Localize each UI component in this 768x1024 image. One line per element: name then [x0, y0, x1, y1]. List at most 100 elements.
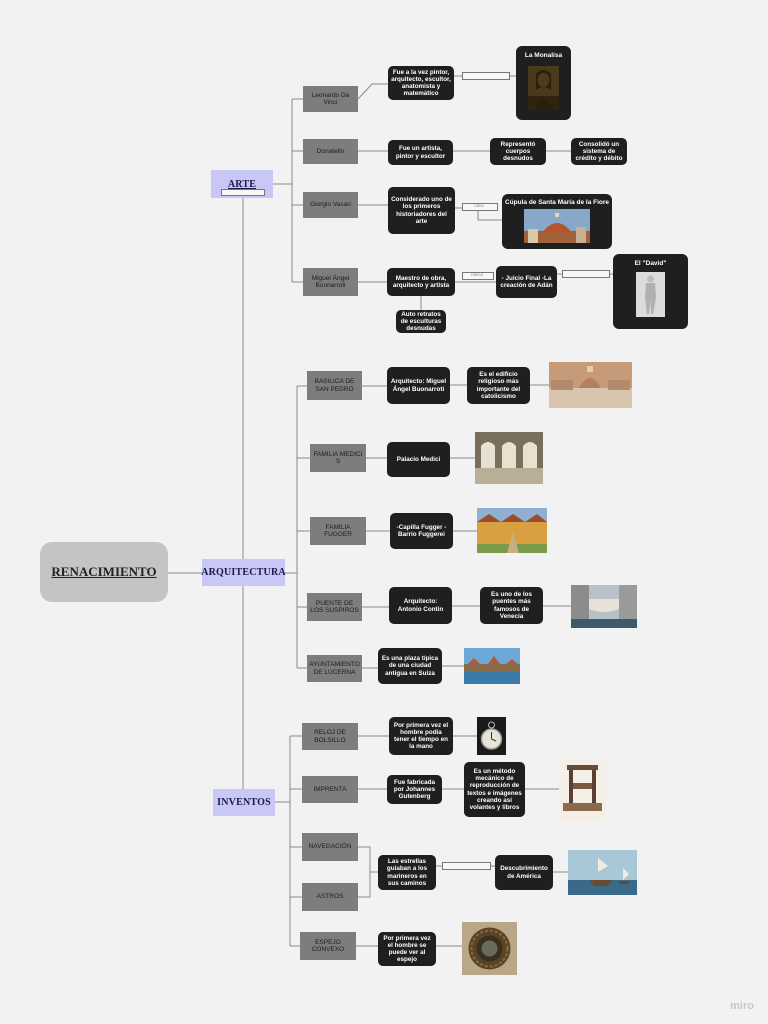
desc-text: Arquitecto: Miguel Ángel Buonarroti [390, 378, 447, 393]
frame-david[interactable]: El "David" [613, 254, 688, 329]
tag-obra-label: OBRA [474, 204, 484, 208]
tag-obras [462, 272, 494, 280]
desc-medici[interactable]: Palacio Medici [387, 442, 450, 477]
topic-label: Leonardo Da Vinci [311, 91, 350, 106]
topic-astros[interactable]: ASTROS [302, 883, 358, 911]
topic-donatello[interactable]: Donatello [303, 139, 358, 164]
desc-text: - Juicio Final -La creación de Adán [500, 274, 553, 289]
desc-text: Palacio Medici [396, 455, 441, 463]
link-tag [462, 72, 510, 80]
miro-watermark: miro [730, 1000, 754, 1012]
desc-imprenta[interactable]: Fue fabricada por Johannes Gutenberg [387, 775, 442, 804]
note-puente[interactable]: Es uno de los puentes más famosos de Ven… [480, 587, 543, 624]
category-arquitectura[interactable]: ARQUITECTURA [201, 559, 286, 586]
note-america[interactable]: Descubrimiento de América [495, 855, 553, 890]
topic-label: Giorgio Vasari [310, 201, 351, 209]
category-inventos-label: INVENTOS [217, 797, 271, 808]
desc-text: Es un método mecánico de reproducción de… [467, 767, 522, 811]
desc-espejo[interactable]: Por primera vez el hombre se puede ver a… [378, 932, 436, 966]
topic-ayuntamiento[interactable]: AYUNTAMIENTO DE LUCERNA [307, 655, 362, 682]
note-imprenta[interactable]: Es un método mecánico de reproducción de… [464, 762, 525, 817]
topic-reloj[interactable]: RELOJ DE BOLSILLO [302, 723, 358, 750]
topic-puente[interactable]: PUENTE DE LOS SUSPIROS [307, 593, 362, 621]
topic-label: AYUNTAMIENTO DE LUCERNA [309, 661, 360, 676]
topic-label: FAMILIA FUGGER [324, 523, 352, 538]
note-basilica[interactable]: Es el edificio religioso más importante … [467, 367, 530, 404]
desc-text: Auto retratos de esculturas desnudas [400, 310, 442, 333]
desc-text: Arquitecto: Antonio Contin [397, 598, 444, 613]
topic-navegacion[interactable]: NAVEGACIÓN [302, 833, 358, 861]
topic-espejo[interactable]: ESPEJO CONVEXO [300, 932, 356, 960]
desc-text: -Capilla Fugger -Barrio Fuggerei [396, 523, 447, 538]
topic-label: ASTROS [316, 893, 344, 901]
desc-fugger[interactable]: -Capilla Fugger -Barrio Fuggerei [390, 513, 453, 549]
frame-title: Cúpula de Santa María de la Fiore [504, 199, 610, 206]
topic-miguel-angel[interactable]: Miguel Ángel Buonarroti [303, 268, 358, 296]
desc-text: Maestro de obra, arquitecto y artista [392, 274, 450, 289]
link-tag [442, 862, 491, 870]
desc-text: Es una plaza típica de una ciudad antigu… [381, 655, 439, 677]
desc-text: Representó cuerpos desnudos [500, 140, 536, 163]
topic-medici[interactable]: FAMILIA MEDICI S [310, 444, 366, 472]
puente-image [571, 585, 637, 628]
topic-vasari[interactable]: Giorgio Vasari [303, 192, 358, 218]
topic-label: BASILICA DE SAN PEDRO [314, 378, 355, 393]
convex-mirror-image [462, 922, 517, 975]
desc-text: Considerado uno de los primeros historia… [391, 196, 452, 225]
note-donatello-1[interactable]: Representó cuerpos desnudos [490, 138, 546, 165]
fugger-image [477, 508, 547, 553]
desc-estrellas[interactable]: Las estrellas guiaban a los marineros en… [378, 855, 436, 890]
topic-fugger[interactable]: FAMILIA FUGGER [310, 517, 366, 545]
ships-image [568, 850, 637, 895]
desc-puente[interactable]: Arquitecto: Antonio Contin [389, 587, 452, 624]
frame-cupula[interactable]: Cúpula de Santa María de la Fiore [502, 194, 612, 249]
root-node[interactable]: RENACIMIENTO [40, 542, 168, 602]
topic-label: ESPEJO CONVEXO [311, 938, 345, 953]
desc-text: Es uno de los puentes más famosos de Ven… [491, 591, 532, 620]
frame-monalisa[interactable]: La Monalisa [516, 46, 571, 120]
topic-label: Miguel Ángel Buonarroti [311, 274, 350, 289]
desc-text: Descubrimiento de América [500, 865, 548, 880]
cupula-image [524, 209, 590, 243]
note-miguel-angel[interactable]: Auto retratos de esculturas desnudas [396, 310, 446, 333]
desc-miguel-angel[interactable]: Maestro de obra, arquitecto y artista [387, 268, 455, 296]
frame-title: El "David" [634, 260, 667, 267]
david-image [636, 272, 665, 317]
link-tag [562, 270, 610, 278]
printing-press-image [559, 759, 606, 821]
topic-label: NAVEGACIÓN [308, 843, 352, 851]
tag-obra [462, 203, 498, 211]
desc-leonardo[interactable]: Fue a la vez pintor, arquitecto, esculto… [388, 66, 454, 100]
topic-label: Donatello [316, 147, 345, 155]
topic-basilica[interactable]: BASILICA DE SAN PEDRO [307, 371, 362, 400]
topic-label: IMPRENTA [313, 785, 347, 793]
works-miguel-angel[interactable]: - Juicio Final -La creación de Adán [496, 266, 557, 298]
topic-leonardo[interactable]: Leonardo Da Vinci [303, 86, 358, 112]
desc-text: Las estrellas guiaban a los marineros en… [386, 858, 428, 887]
note-donatello-2[interactable]: Consolidó un sistema de crédito y débito [571, 138, 627, 165]
root-label: RENACIMIENTO [51, 564, 157, 579]
desc-ayuntamiento[interactable]: Es una plaza típica de una ciudad antigu… [378, 648, 442, 684]
lucerna-image [464, 648, 520, 684]
desc-text: Consolidó un sistema de crédito y débito [575, 140, 623, 163]
desc-text: Fue fabricada por Johannes Gutenberg [393, 778, 436, 801]
desc-donatello[interactable]: Fue un artista, pintor y escultor [388, 140, 453, 165]
pocket-watch-image [477, 717, 506, 755]
desc-text: Fue a la vez pintor, arquitecto, esculto… [391, 68, 451, 98]
topic-label: FAMILIA MEDICI S [313, 450, 363, 465]
category-arte-label: ARTE [227, 178, 257, 190]
desc-basilica[interactable]: Arquitecto: Miguel Ángel Buonarroti [387, 367, 450, 404]
category-inventos[interactable]: INVENTOS [213, 789, 275, 816]
category-arquitectura-label: ARQUITECTURA [201, 567, 286, 578]
monalisa-image [528, 66, 559, 110]
medici-image [475, 432, 543, 484]
desc-vasari[interactable]: Considerado uno de los primeros historia… [388, 187, 455, 234]
topic-label: RELOJ DE BOLSILLO [314, 729, 346, 744]
link-tag [221, 189, 265, 196]
desc-text: Fue un artista, pintor y escultor [395, 145, 446, 160]
topic-imprenta[interactable]: IMPRENTA [302, 776, 358, 803]
topic-label: PUENTE DE LOS SUSPIROS [310, 599, 359, 614]
desc-reloj[interactable]: Por primera vez el hombre podía tener el… [389, 717, 453, 755]
desc-text: Es el edificio religioso más importante … [476, 371, 521, 400]
tag-obras-label: OBRAS [470, 273, 484, 277]
